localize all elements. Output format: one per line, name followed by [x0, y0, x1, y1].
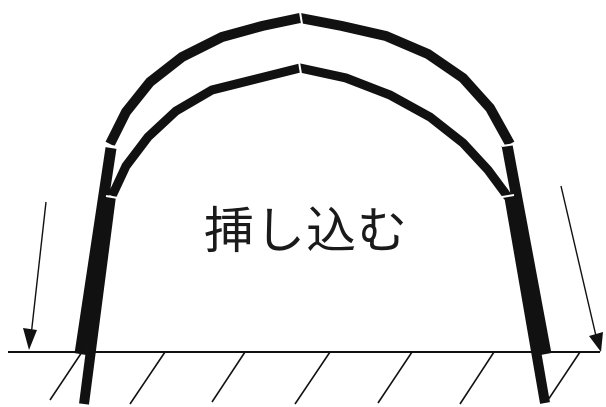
left-down-arrow — [23, 201, 47, 350]
right-down-arrow — [560, 185, 603, 352]
joint-marks — [103, 11, 517, 199]
inner-arch — [107, 63, 512, 200]
right-leg — [501, 143, 552, 404]
insert-caption: 挿し込む — [204, 202, 408, 260]
left-leg — [74, 147, 117, 405]
outer-arch — [105, 12, 515, 147]
ground-hatching — [49, 351, 581, 405]
